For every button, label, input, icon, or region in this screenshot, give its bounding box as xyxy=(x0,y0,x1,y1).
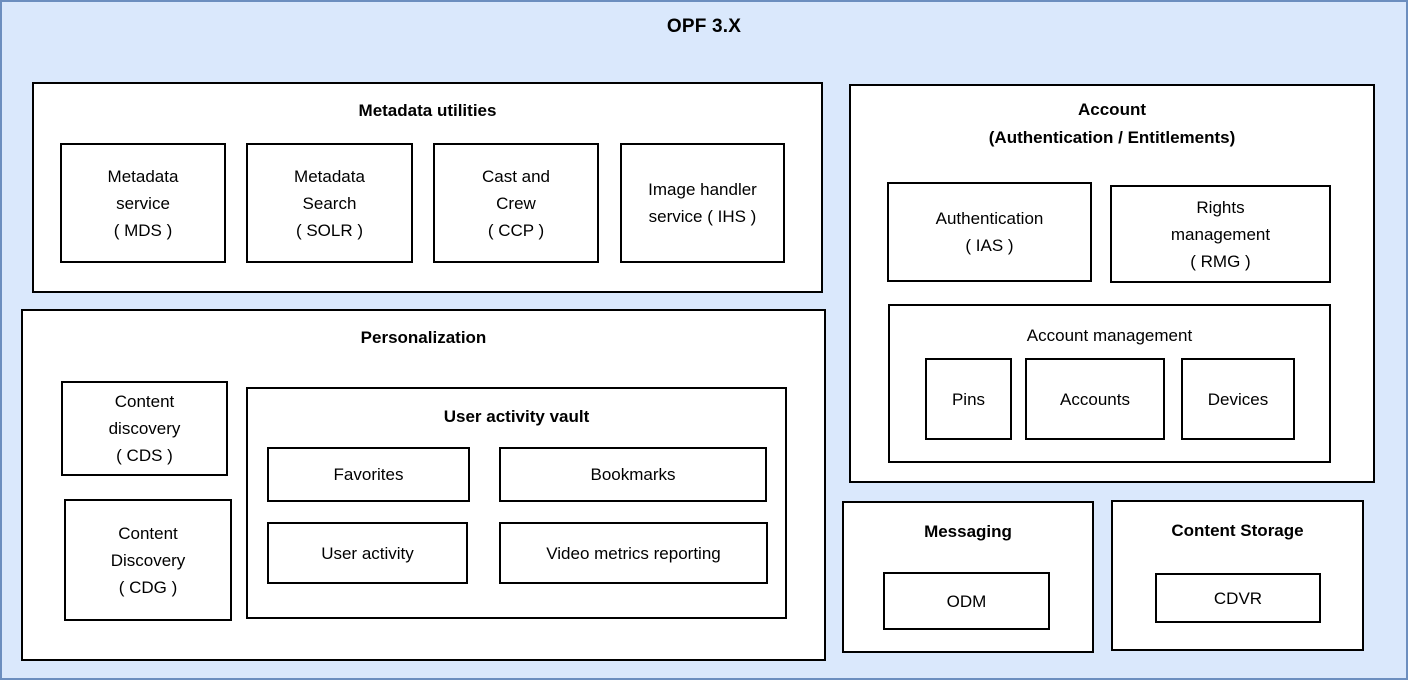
node-rights-management-rmg: Rights management ( RMG ) xyxy=(1110,185,1331,283)
node-cdvr: CDVR xyxy=(1155,573,1321,623)
node-user-activity: User activity xyxy=(267,522,468,584)
node-content-discovery-cdg: Content Discovery ( CDG ) xyxy=(64,499,232,621)
node-metadata-search: Metadata Search ( SOLR ) xyxy=(246,143,413,263)
diagram-title: OPF 3.X xyxy=(666,16,742,37)
node-content-discovery-cds: Content discovery ( CDS ) xyxy=(61,381,228,476)
section-account-title: Account (Authentication / Entitlements) xyxy=(988,100,1236,147)
node-favorites: Favorites xyxy=(267,447,470,502)
node-odm: ODM xyxy=(883,572,1050,630)
node-bookmarks: Bookmarks xyxy=(499,447,767,502)
section-messaging-title: Messaging xyxy=(924,522,1012,541)
group-user-activity-vault: User activity vault xyxy=(246,387,787,619)
node-metadata-service: Metadata service ( MDS ) xyxy=(60,143,226,263)
section-metadata-utilities-title: Metadata utilities xyxy=(358,101,497,120)
section-content-storage-title: Content Storage xyxy=(1171,521,1304,540)
node-authentication-ias: Authentication ( IAS ) xyxy=(887,182,1092,282)
node-accounts: Accounts xyxy=(1025,358,1165,440)
node-devices: Devices xyxy=(1181,358,1295,440)
group-account-management-title: Account management xyxy=(1026,326,1193,345)
section-personalization-title: Personalization xyxy=(360,328,487,347)
node-image-handler-service: Image handler service ( IHS ) xyxy=(620,143,785,263)
group-user-activity-vault-title: User activity vault xyxy=(443,407,590,426)
section-content-storage: Content Storage xyxy=(1111,500,1364,651)
node-pins: Pins xyxy=(925,358,1012,440)
node-video-metrics-reporting: Video metrics reporting xyxy=(499,522,768,584)
node-cast-and-crew: Cast and Crew ( CCP ) xyxy=(433,143,599,263)
